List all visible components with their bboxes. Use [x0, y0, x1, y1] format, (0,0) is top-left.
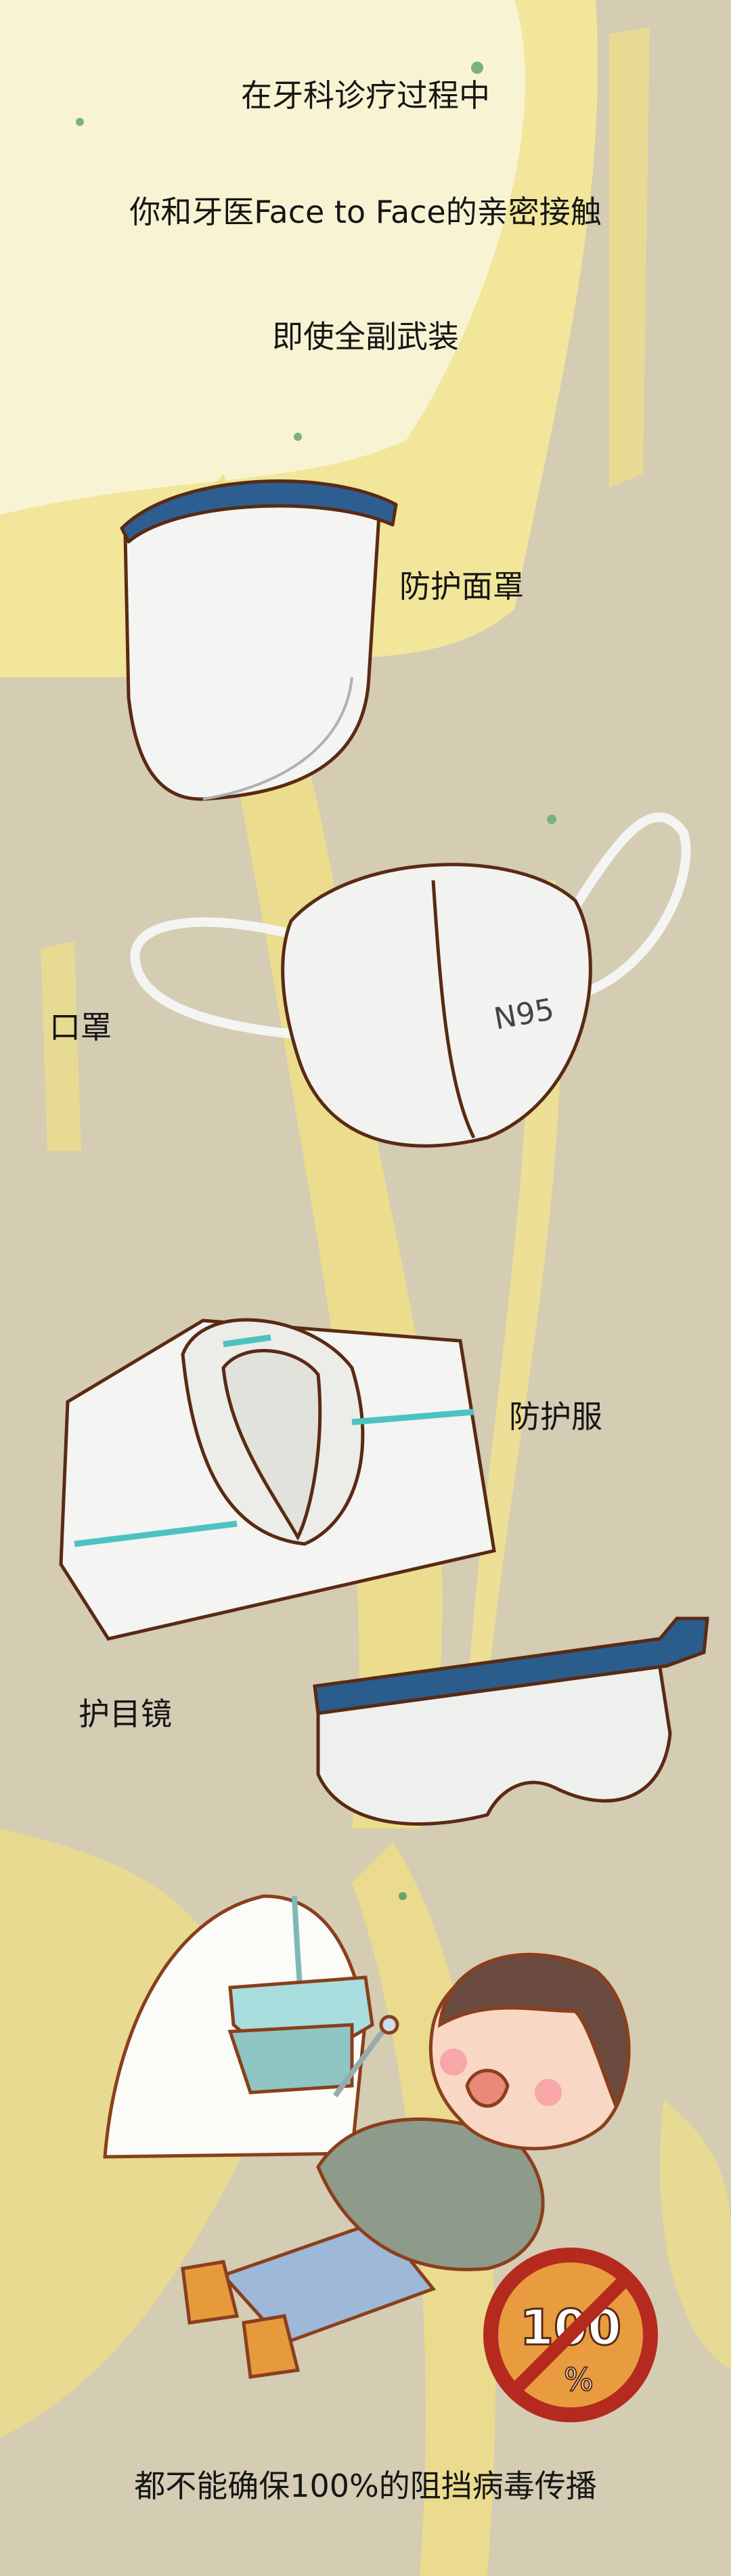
label-goggles: 护目镜	[79, 1696, 172, 1732]
goggles-icon	[313, 1616, 709, 1826]
no-100-percent-icon: 100 %	[483, 2248, 658, 2422]
svg-text:%: %	[564, 2361, 594, 2398]
label-mask: 口罩	[49, 1009, 112, 1046]
intro-line-3: 即使全副武装	[272, 318, 459, 355]
n95-mask-icon: N95	[130, 812, 691, 1148]
patient-illustration	[181, 1952, 631, 2379]
label-face-shield: 防护面罩	[399, 568, 524, 605]
conclusion-text: 都不能确保100%的阻挡病毒传播	[134, 2468, 597, 2504]
label-protective-suit: 防护服	[509, 1398, 602, 1435]
intro-line-2: 你和牙医Face to Face的亲密接触	[129, 194, 602, 230]
protective-suit-icon	[59, 1318, 496, 1641]
intro-line-1: 在牙科诊疗过程中	[241, 77, 490, 114]
dentist-illustration	[103, 1894, 399, 2159]
face-shield-icon	[120, 479, 398, 801]
